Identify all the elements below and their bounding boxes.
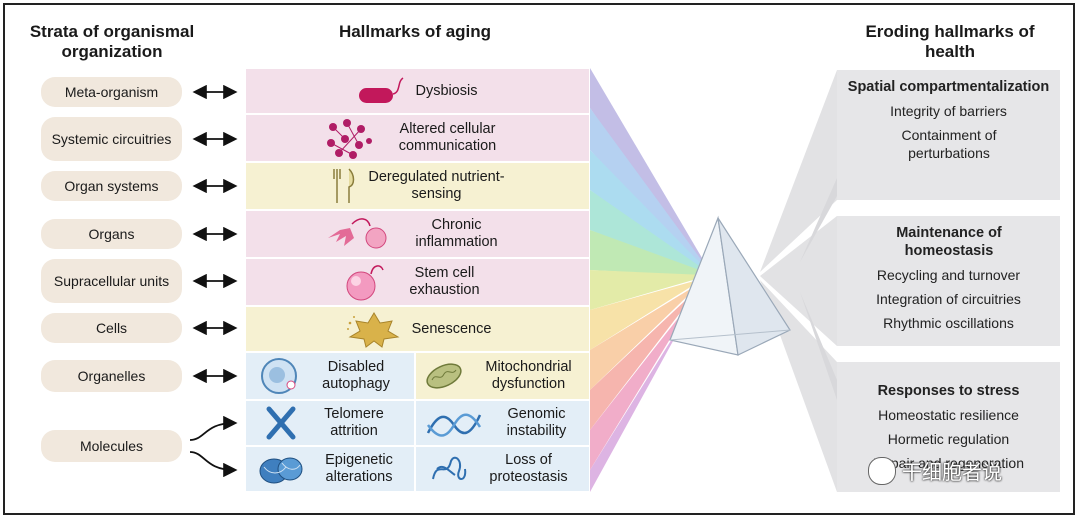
card-item: Homeostatic resilience (878, 407, 1019, 423)
strata-supracellular-units: Supracellular units (41, 259, 182, 303)
hallmark-telomere-attrition: Telomere attrition (245, 400, 415, 446)
strata-systemic-circuitries: Systemic circuitries (41, 117, 182, 161)
health-card-homeostasis: Maintenance of homeostasis Recycling and… (837, 216, 1060, 346)
chromatin-icon (259, 457, 303, 484)
inflammation-label: Chronic inflammation (415, 217, 498, 250)
strata-meta-organism: Meta-organism (41, 77, 182, 107)
prism-icon (669, 215, 791, 356)
immune-cell-icon (327, 218, 386, 249)
card-title: Responses to stress (877, 383, 1020, 399)
stem-cell-icon (346, 265, 384, 301)
genomic-label: Genomic instability (506, 406, 567, 439)
health-card-spatial: Spatial compartmentalization Integrity o… (837, 70, 1060, 200)
mitochondrion-icon (425, 363, 462, 389)
autophagy-label: Disabled autophagy (322, 359, 390, 392)
dysbiosis-label: Dysbiosis (415, 82, 478, 99)
hallmark-deregulated-nutrient-sensing: Deregulated nutrient-sensing (245, 162, 590, 210)
protein-icon (431, 456, 466, 480)
card-item: Integrity of barriers (890, 103, 1007, 119)
hallmark-stem-cell-exhaustion: Stem cell exhaustion (245, 258, 590, 306)
hallmark-genomic-instability: Genomic instability (415, 400, 590, 446)
strata-cells: Cells (41, 313, 182, 343)
strata-header: Strata of organismal organization (29, 22, 195, 61)
epigenetic-label: Epigenetic alterations (325, 452, 393, 485)
card-item: Integration of circuitries (876, 291, 1021, 307)
telomere-label: Telomere attrition (324, 406, 384, 439)
mitochondrial-label: Mitochondrial dysfunction (485, 359, 572, 392)
figure-frame (3, 3, 1075, 515)
card-title: Maintenance of homeostasis (896, 225, 1002, 259)
hallmark-senescence: Senescence (245, 306, 590, 352)
hallmark-loss-of-proteostasis: Loss of proteostasis (415, 446, 590, 492)
fork-knife-icon (332, 168, 354, 203)
hallmarks-header: Hallmarks of aging (338, 22, 492, 41)
strata-organelles: Organelles (41, 360, 182, 392)
hallmark-chronic-inflammation: Chronic inflammation (245, 210, 590, 258)
card-item: Repair and regeneration (873, 455, 1024, 471)
hallmark-altered-communication: Altered cellular communication (245, 114, 590, 162)
health-card-stress: Responses to stress Homeostatic resilien… (837, 362, 1060, 492)
hallmark-epigenetic-alterations: Epigenetic alterations (245, 446, 415, 492)
deregulated-label: Deregulated nutrient-sensing (368, 169, 505, 202)
bacterium-icon (359, 77, 404, 103)
chromosome-icon (266, 406, 296, 440)
hallmark-mitochondrial-dysfunction: Mitochondrial dysfunction (415, 352, 590, 400)
watermark: 干细胞者说 (868, 456, 1002, 485)
card-item: Hormetic regulation (887, 431, 1010, 447)
wechat-logo-icon (868, 456, 896, 485)
strata-organ-systems: Organ systems (41, 171, 182, 201)
cell-network-icon (326, 119, 372, 159)
senescence-label: Senescence (411, 320, 492, 337)
strata-molecules: Molecules (41, 430, 182, 462)
card-item: Containment of perturbations (901, 127, 997, 161)
hallmark-dysbiosis: Dysbiosis (245, 68, 590, 114)
curved-arrow-up (189, 415, 238, 441)
altered-communication-label: Altered cellular communication (398, 121, 497, 154)
hallmark-disabled-autophagy: Disabled autophagy (245, 352, 415, 400)
eroding-header: Eroding hallmarks of health (865, 22, 1035, 61)
card-item: Rhythmic oscillations (883, 315, 1014, 331)
card-title: Spatial compartmentalization (847, 79, 1050, 95)
watermark-text: 干细胞者说 (902, 462, 1002, 484)
curved-arrow-down (189, 451, 238, 478)
stem-cell-label: Stem cell exhaustion (409, 265, 480, 298)
proteostasis-label: Loss of proteostasis (489, 452, 568, 485)
card-item: Recycling and turnover (876, 267, 1021, 283)
autophagosome-icon (261, 358, 297, 394)
dna-helix-icon (426, 413, 481, 437)
strata-organs: Organs (41, 219, 182, 249)
senescent-cell-icon (346, 312, 400, 348)
